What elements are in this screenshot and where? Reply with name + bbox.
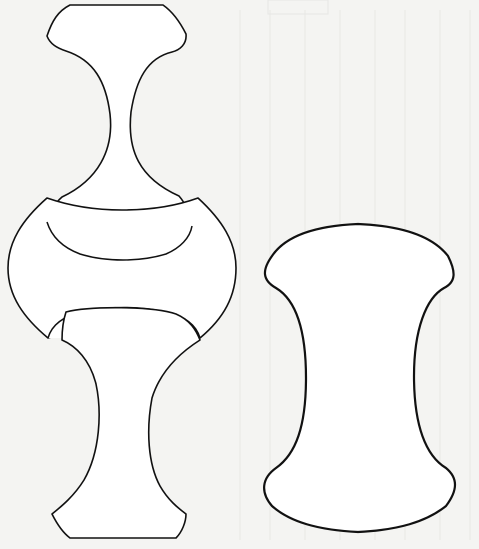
- right-tile: [264, 224, 455, 532]
- left-top-tile: [47, 5, 192, 233]
- left-bottom-tile: [52, 308, 200, 538]
